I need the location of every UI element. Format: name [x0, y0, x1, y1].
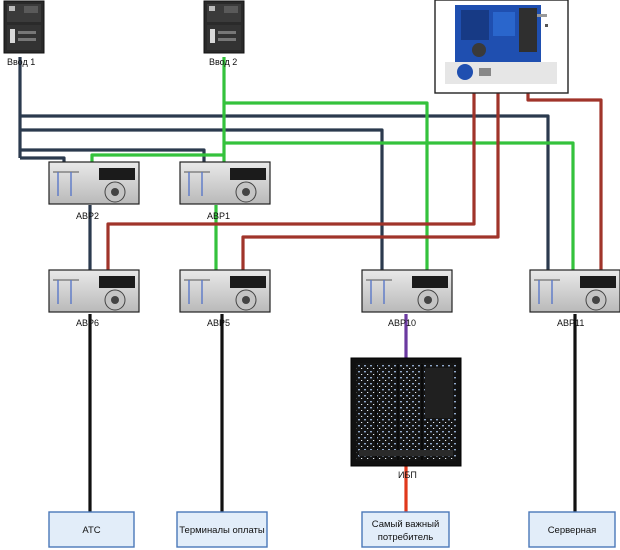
avr11-label: АВР11: [557, 318, 584, 328]
load-box-ats: АТС: [48, 511, 135, 548]
input1-breaker: [3, 0, 45, 54]
load-box-server: Серверная: [528, 511, 616, 548]
load-ats-label: АТС: [82, 525, 100, 536]
load-box-important: Самый важный потребитель: [361, 511, 450, 548]
generator-wires: [106, 92, 603, 272]
input2-breaker: [203, 0, 245, 54]
avr5-label: АВР5: [207, 318, 230, 328]
load-server-label: Серверная: [548, 525, 597, 536]
avr2-panel: [48, 161, 140, 205]
load-important-label-line1: Самый важный: [372, 519, 440, 530]
input1-to-avr11: [20, 114, 550, 272]
gen-to-avr11: [526, 92, 603, 272]
avr6-panel: [48, 269, 140, 313]
input1-label: Ввод 1: [7, 57, 35, 67]
gen-to-avr5: [241, 92, 500, 272]
input2-to-avr11: [224, 141, 575, 272]
input1-to-avr1: [20, 148, 206, 166]
load-wires: [88, 314, 577, 512]
avr2-label: АВР2: [76, 211, 99, 221]
gen-to-avr6: [106, 92, 476, 272]
ups-cabinet: [350, 357, 462, 467]
input2-to-avr10: [224, 101, 429, 272]
load-box-terminals: Терминалы оплаты: [176, 511, 268, 548]
avr11-panel: [529, 269, 620, 313]
avr10-label: АВР10: [388, 318, 416, 328]
avr1-panel: [179, 161, 271, 205]
generator: [434, 0, 569, 94]
load-important-label-line2: потребитель: [378, 532, 434, 543]
load-terminals-label: Терминалы оплаты: [179, 525, 265, 536]
avr5-panel: [179, 269, 271, 313]
avr6-label: АВР6: [76, 318, 99, 328]
input2-wires: [90, 57, 575, 272]
avr10-panel: [361, 269, 453, 313]
input2-label: Ввод 2: [209, 57, 237, 67]
avr1-label: АВР1: [207, 211, 230, 221]
ups-label: ИБП: [398, 470, 417, 480]
